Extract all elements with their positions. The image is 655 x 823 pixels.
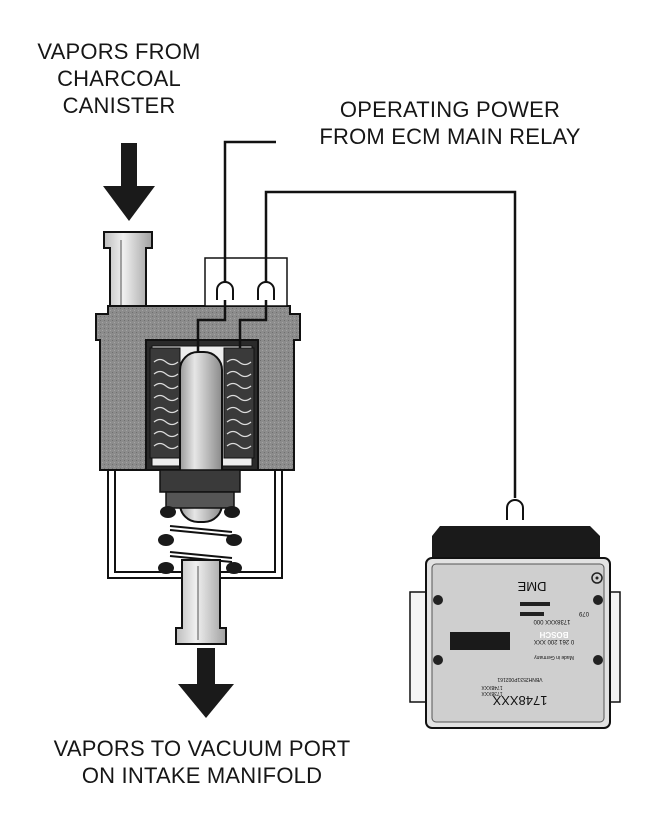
ecm-line-4: Made in Germany: [534, 654, 574, 660]
return-spring: [158, 506, 242, 574]
power-label-line-1: OPERATING POWER: [339, 97, 561, 122]
inlet-label-line-3: CANISTER: [62, 93, 176, 118]
outlet-arrow-icon: [178, 648, 234, 718]
inlet-arrow-icon: [103, 143, 155, 221]
inlet-label-line-2: CHARCOAL: [57, 66, 181, 91]
ecm-line-1: 0 261 200 XXX: [534, 638, 574, 644]
ecm-line-2: 1738XXX 000: [533, 618, 571, 624]
ecm-line-7: 1738XXX: [481, 690, 503, 696]
ecm-module: 1748XXX BOSCH 0 261 200 XXX 1738XXX 000 …: [409, 526, 621, 729]
inlet-label: VAPORS FROM CHARCOAL CANISTER: [14, 38, 224, 119]
ecm-line-3: 079: [578, 610, 589, 616]
outlet-label-line-1: VAPORS TO VACUUM PORT: [53, 736, 351, 761]
outlet-tube: [175, 559, 227, 645]
ecm-part-number: 1748XXX: [492, 693, 547, 708]
ecm-unit-label: DME: [517, 579, 546, 594]
power-label-line-2: FROM ECM MAIN RELAY: [319, 124, 581, 149]
ecm-label-plate: [450, 632, 510, 650]
solenoid-coil-left: [149, 347, 181, 459]
valve-seat: [159, 469, 241, 509]
outlet-label-line-2: ON INTAKE MANIFOLD: [81, 763, 323, 788]
power-label: OPERATING POWER FROM ECM MAIN RELAY: [290, 96, 610, 150]
ecm-line-5: VBNH2531P002161: [497, 676, 542, 682]
wiring: [196, 140, 524, 520]
solenoid-coil-right: [223, 347, 255, 459]
outlet-label: VAPORS TO VACUUM PORT ON INTAKE MANIFOLD: [22, 735, 382, 789]
electrical-connector: [204, 257, 288, 307]
inlet-label-line-1: VAPORS FROM: [37, 39, 201, 64]
ecm-brand-label: BOSCH: [539, 630, 568, 639]
ecm-line-6: 1748XXX: [481, 684, 503, 690]
